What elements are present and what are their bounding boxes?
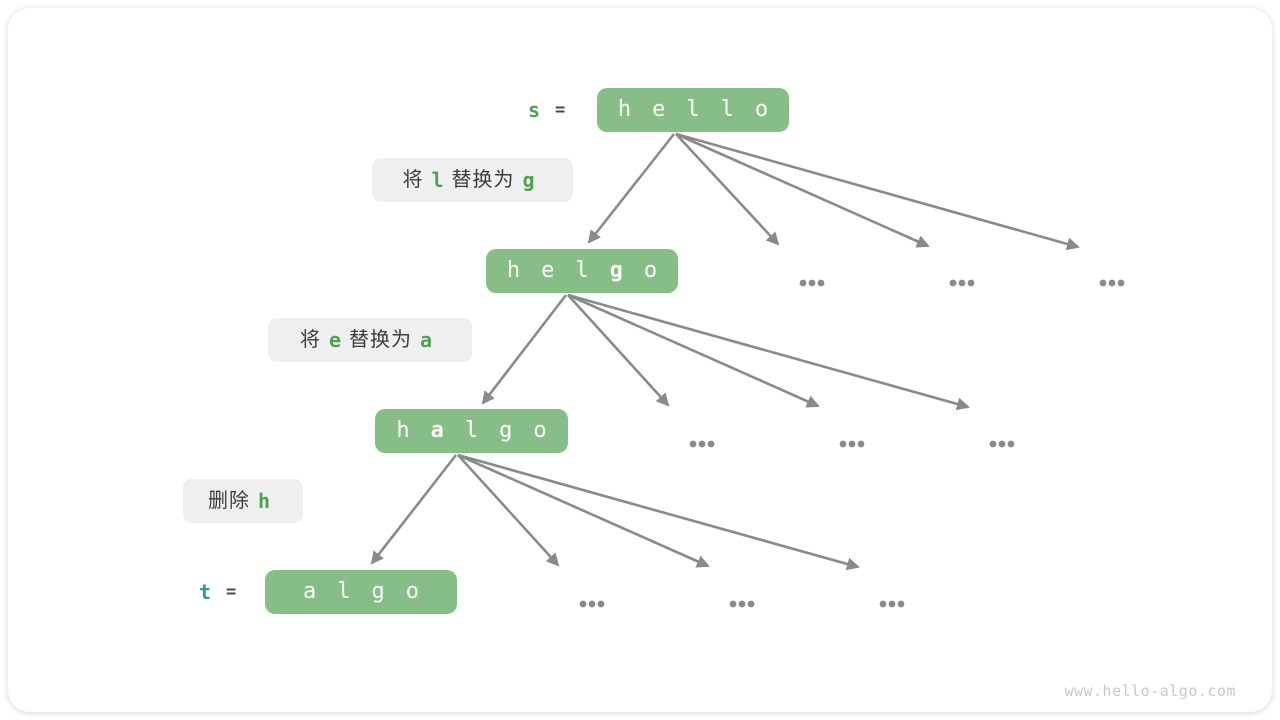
- node-char: g: [371, 579, 385, 604]
- tree-arrow: [457, 453, 710, 568]
- ellipsis-node: [989, 440, 1015, 448]
- label-text: 删除: [207, 490, 250, 512]
- node-char: o: [754, 97, 769, 122]
- ellipsis-node: [579, 600, 605, 608]
- tree-arrow: [457, 454, 560, 567]
- tree-arrow: [675, 133, 780, 246]
- label-delete-h: 删除 h: [183, 479, 303, 523]
- label-text: 替换为: [451, 169, 515, 191]
- node-char: l: [720, 97, 734, 122]
- tree-arrow: [457, 453, 860, 571]
- ellipsis-node: [949, 279, 975, 287]
- watermark: www.hello-algo.com: [1064, 682, 1236, 700]
- tree-arrow: [675, 132, 1080, 251]
- variable-name: s: [528, 98, 541, 122]
- node-char: h: [617, 97, 632, 122]
- node-algo-variable: t=: [199, 570, 236, 614]
- node-char: a: [430, 418, 444, 443]
- ellipsis-node: [1099, 279, 1125, 287]
- tree-arrow: [567, 294, 670, 407]
- tree-arrow: [481, 294, 568, 405]
- node-char: l: [575, 258, 589, 283]
- variable-name: t: [199, 580, 212, 604]
- label-code-char: g: [522, 168, 535, 192]
- label-code-char: l: [431, 168, 444, 192]
- node-char: h: [506, 258, 521, 283]
- label-code-char: a: [420, 328, 433, 352]
- node-char: e: [652, 97, 666, 122]
- node-char: e: [541, 258, 555, 283]
- label-text: 替换为: [349, 329, 412, 351]
- ellipsis-node: [799, 279, 825, 287]
- ellipsis-node: [839, 440, 865, 448]
- ellipsis-node: [729, 600, 755, 608]
- label-text: 将: [299, 329, 321, 351]
- equals-sign: =: [555, 99, 566, 120]
- ellipsis-node: [879, 600, 905, 608]
- tree-arrow: [370, 454, 458, 565]
- tree-arrow: [567, 293, 970, 411]
- node-char: l: [464, 418, 479, 443]
- node-hello-variable: s=: [528, 88, 565, 132]
- ellipsis-node: [689, 440, 715, 448]
- label-code-char: h: [257, 489, 271, 513]
- tree-arrow: [587, 133, 676, 244]
- node-char: o: [405, 579, 419, 604]
- node-char: l: [686, 97, 700, 122]
- node-char: o: [643, 258, 658, 283]
- label-code-char: e: [328, 328, 341, 352]
- tree-arrow: [567, 293, 820, 408]
- node-char: a: [303, 579, 317, 604]
- node-char: l: [337, 579, 351, 604]
- equals-sign: =: [226, 581, 237, 602]
- node-char: g: [499, 418, 513, 443]
- tree-arrow: [675, 132, 930, 248]
- node-char: g: [609, 258, 623, 283]
- node-char: o: [533, 418, 547, 443]
- node-char: h: [396, 418, 410, 443]
- label-text: 将: [402, 169, 424, 191]
